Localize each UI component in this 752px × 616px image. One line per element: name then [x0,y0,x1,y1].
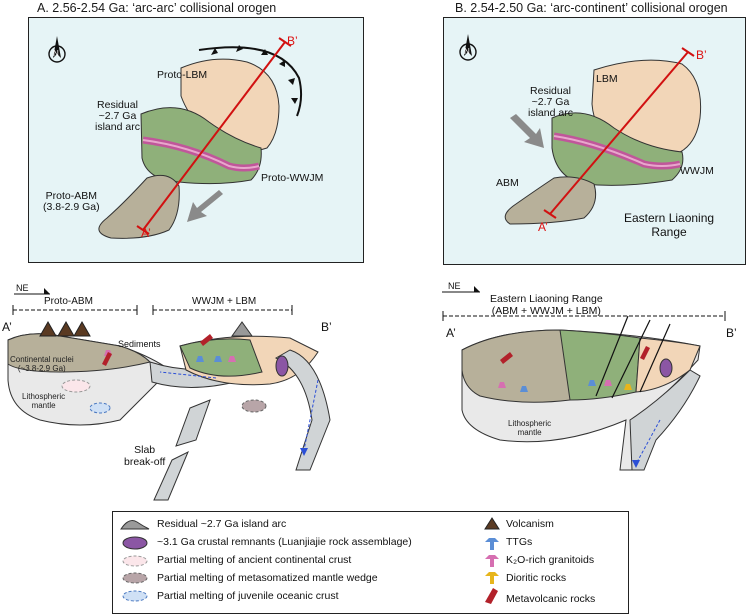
legend-dioritic: Dioritic rocks [506,572,567,584]
legend-volcanism: Volcanism [506,518,554,530]
proto-wwjm-label: Proto-WWJM [261,172,324,184]
panel-b-north: N [464,47,470,56]
panel-a-map: N Proto-LBM Residual ~2.7 Ga island arc … [28,17,364,263]
panel-a-north: N [53,49,59,58]
lbm-label: LBM [596,73,618,85]
litho-a-line1: Lithospheric [22,392,66,401]
residual-line1: Residual [97,99,138,111]
residual-b-line1: Residual [530,85,571,97]
section-a-ne: NE [16,283,29,293]
legend-symbols [120,517,500,604]
panel-a-title: A. 2.56-2.54 Ga: ‘arc-arc’ collisional o… [37,1,277,15]
legend-crustal-remnants: ~3.1 Ga crustal remnants (Luanjiajie roc… [157,536,412,548]
slab-line2: break-off [124,456,166,468]
legend-k2o-granitoids: K₂O-rich granitoids [506,554,595,566]
section-b-range-line1: Eastern Liaoning Range [490,293,603,305]
section-b-b-prime: B’ [726,326,737,340]
proto-abm-line1: Proto-ABM [45,190,97,202]
legend-ancient-crust-melting: Partial melting of ancient continental c… [157,554,352,566]
abm-label: ABM [496,177,519,189]
sediments-label: Sediments [118,339,161,349]
section-b-ne: NE [448,281,461,291]
map-b-a-prime: A’ [538,220,548,234]
residual-line2: ~2.7 Ga [98,110,137,122]
proto-abm-line2: (3.8-2.9 Ga) [43,201,100,213]
range-line1: Eastern Liaoning [624,211,715,225]
section-b-a-prime: A’ [446,326,456,340]
section-b-range-line2: (ABM + WWJM + LBM) [491,305,601,317]
section-a-proto-abm: Proto-ABM [44,296,93,307]
litho-mantle-a-label: Lithospheric mantle [22,392,65,410]
map-b-b-prime: B’ [696,48,707,62]
proto-lbm-label: Proto-LBM [157,69,208,81]
legend: Residual ~2.7 Ga island arc ~3.1 Ga crus… [112,511,629,614]
legend-residual-arc: Residual ~2.7 Ga island arc [157,518,287,530]
section-a-wwjm-lbm: WWJM + LBM [192,296,257,307]
continental-nuclei-label: Continental nuclei (~3.8-2.9 Ga) [10,355,74,373]
litho-b-line1: Lithospheric [508,419,552,428]
wwjm-label: WWJM [680,165,714,177]
legend-metavolcanic: Metavolcanic rocks [506,593,596,605]
section-a-a-prime: A’ [2,320,12,334]
panel-a-map-drawing [48,36,303,239]
panel-b-title: B. 2.54-2.50 Ga: ‘arc-continent’ collisi… [455,1,728,15]
map-a-a-prime: A’ [141,226,151,240]
section-a-b-prime: B’ [321,320,332,334]
legend-mantle-wedge-melting: Partial melting of metasomatized mantle … [157,572,378,584]
range-line2: Range [651,225,687,239]
eastern-liaoning-map-label: Eastern Liaoning Range [624,211,714,239]
residual-b-line2: ~2.7 Ga [531,96,570,108]
residual-line3: island arc [95,121,140,133]
residual-arc-label: Residual ~2.7 Ga island arc [95,100,140,133]
panel-b-map-drawing [459,34,702,225]
litho-mantle-b-label: Lithospheric mantle [508,419,551,437]
slab-line1: Slab [134,444,156,456]
litho-b-line2: mantle [517,428,542,437]
panel-b-map: N LBM Residual ~2.7 Ga island arc ABM WW… [443,17,746,265]
legend-ttgs: TTGs [506,536,533,548]
nuclei-line2: (~3.8-2.9 Ga) [17,364,66,373]
map-a-b-prime: B’ [287,34,298,48]
litho-a-line2: mantle [31,401,56,410]
legend-oceanic-crust-melting: Partial melting of juvenile oceanic crus… [157,590,339,602]
proto-abm-label: Proto-ABM (3.8-2.9 Ga) [43,191,100,213]
section-b-range: Eastern Liaoning Range (ABM + WWJM + LBM… [490,293,603,317]
residual-b-line3: island arc [528,107,573,119]
nuclei-line1: Continental nuclei [10,355,74,364]
slab-breakoff-label: Slab break-off [124,444,165,468]
residual-arc-b-label: Residual ~2.7 Ga island arc [528,86,573,119]
